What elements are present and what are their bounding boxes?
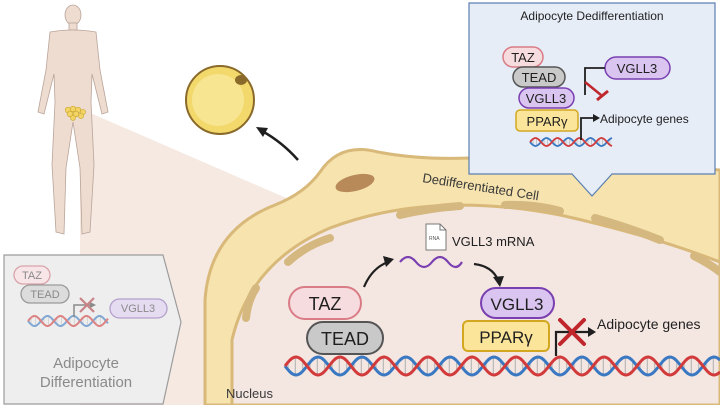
- tead-pill: TEAD: [306, 321, 384, 355]
- adipocyte-icon: [185, 65, 255, 135]
- cell-to-adipocyte-arrowhead: [256, 127, 268, 137]
- dna-strand: [27, 315, 109, 327]
- human-body-icon: [37, 4, 109, 235]
- inset-top-vgll3-free: VGLL3: [617, 61, 657, 76]
- ppar-pill: PPARγ: [462, 320, 550, 352]
- ppar-label: PPARγ: [479, 328, 533, 347]
- nucleus-label: Nucleus: [226, 386, 273, 401]
- inset-left-title-1: Adipocyte: [53, 355, 119, 372]
- inset-top-transcription-arrow: [580, 117, 593, 140]
- differentiation-inset: TAZ TEAD VGLL3 Adipocyte Differentiation: [3, 254, 182, 405]
- rna-document-icon: RNA: [425, 223, 447, 251]
- cell-to-adipocyte-arrow: [261, 129, 299, 161]
- inset-left-vgll3: VGLL3: [121, 303, 155, 315]
- abdominal-fat-icon: [64, 105, 86, 121]
- inset-left-tead: TEAD: [30, 289, 59, 301]
- taz-to-mrna-arrowhead: [383, 256, 394, 267]
- inhibition-icon: [584, 67, 609, 102]
- rna-doc-label: RNA: [429, 236, 440, 242]
- tead-label: TEAD: [321, 329, 369, 349]
- dna-strand: [283, 355, 720, 377]
- dna-strand: [283, 355, 720, 377]
- taz-label: TAZ: [309, 294, 342, 314]
- mrna-label: VGLL3 mRNA: [452, 234, 535, 249]
- blocked-transcription-icon: [554, 318, 596, 356]
- inset-left-dna: [27, 315, 109, 327]
- inset-top-taz: TAZ: [511, 50, 535, 65]
- dna-strand: [529, 137, 613, 147]
- inset-top-vgll3-bound: VGLL3: [526, 91, 566, 106]
- inset-top-dna: [529, 137, 613, 147]
- dedifferentiation-inset: Adipocyte Dedifferentiation TAZ TEAD VGL…: [468, 2, 716, 197]
- vgll3-label: VGLL3: [491, 295, 544, 314]
- mrna-strand: [399, 255, 463, 269]
- taz-pill: TAZ: [288, 286, 362, 320]
- main-genes-label: Adipocyte genes: [597, 316, 701, 332]
- endoplasmic-reticulum: [242, 200, 720, 322]
- inset-top-title: Adipocyte Dedifferentiation: [520, 9, 663, 23]
- mrna-to-vgll3-arrowhead: [493, 276, 504, 287]
- vgll3-pill: VGLL3: [480, 287, 555, 319]
- small-nucleus-organelle: [335, 173, 375, 193]
- inset-left-title-2: Differentiation: [40, 374, 132, 391]
- inset-left-taz: TAZ: [22, 270, 42, 282]
- dna-strand: [529, 137, 613, 147]
- inset-top-arrowhead: [593, 114, 600, 122]
- inset-top-genes: Adipocyte genes: [600, 112, 689, 126]
- inset-top-ppar: PPARγ: [527, 114, 568, 129]
- blocked-icon: [73, 297, 96, 317]
- dna-helix-icon: [283, 355, 720, 377]
- inset-top-tead: TEAD: [522, 70, 557, 85]
